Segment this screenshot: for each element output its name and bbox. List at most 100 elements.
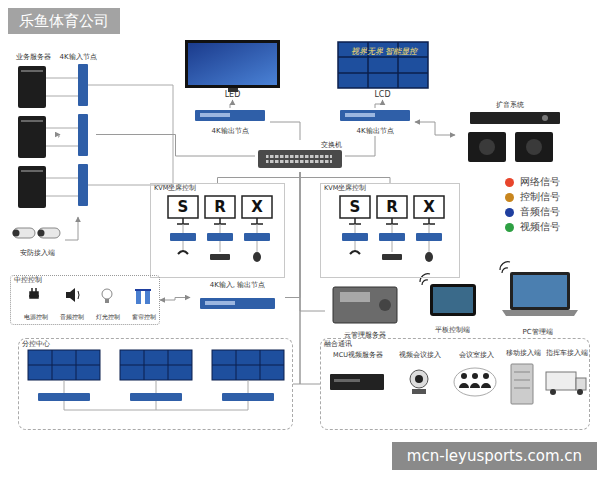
amplifier [470,112,560,124]
node-label: 4K输出节点 [356,127,393,135]
person-symbol [472,373,478,379]
node-box: 安防接入端 [10,222,65,258]
signal-wire [88,85,173,86]
command-truck [546,372,576,390]
node-device [130,393,182,401]
meeting-ring [454,368,496,396]
node-box: 窗帘控制 [127,288,161,322]
server-tower [18,66,46,108]
kvm-device [244,233,270,241]
node-label: 音频控制 [60,314,84,321]
node-box: 融合通讯MCU视频服务器视频会议接入会议室接入移动接入端指挥车接入端 [320,338,590,430]
device-ports [205,301,235,305]
conference-camera [410,370,428,388]
input-node-device [78,114,88,156]
input-node-device [78,64,88,106]
kvm-device [170,233,196,241]
led-screen [188,43,277,85]
signal-wire [46,128,78,129]
truck-cab [576,378,586,390]
monitor-letter: X [419,198,439,216]
speaker-cone [479,139,495,155]
monitor-stand [349,218,435,224]
monitor-letter: X [247,198,267,216]
legend-swatch [505,178,514,187]
legend-row: 视频信号 [505,220,560,234]
node-box: PC管理端 [495,265,580,337]
io-node-device [200,298,275,309]
watermark-url: mcn-leyusports.com.cn [392,442,597,470]
device-ports [345,113,375,117]
monitor [340,196,370,218]
node-box: 平板控制端 [420,275,485,335]
server-tower [18,166,46,208]
node-label: 4K输入, 输出节点 [210,281,266,289]
input-node-device [78,164,88,206]
node-label: MCU视频服务器 [333,352,383,359]
camera-symbol [38,228,60,238]
monitor-stand [177,218,263,224]
legend-row: 网络信号 [505,175,560,189]
node-label: 会议室接入 [459,352,494,359]
monitor [205,196,235,218]
node-label: 融合通讯 [324,340,352,348]
truck-wheel [577,389,583,395]
node-box: 移动接入端 [503,349,543,423]
kvm-device [207,233,233,241]
node-box: 云管理服务器 [325,282,405,340]
node-label: 安防接入端 [20,249,55,257]
connector [96,135,255,157]
output-node-device [195,110,265,121]
node-device [38,393,90,401]
signal-wire [64,380,248,410]
node-label: PC管理端 [522,328,552,336]
keyboard-symbol [382,254,402,260]
node-label: 平板控制端 [435,326,470,334]
monitor-letter: S [173,198,193,216]
curtain-rod [135,289,151,291]
server-tower [18,116,46,158]
server-bay [21,70,43,72]
signal-wire [46,178,78,179]
switch-ports [266,153,332,165]
bulb-symbol [102,289,112,299]
node-box: 业务服务器 [8,52,58,222]
node-label: 灯光控制 [96,314,120,321]
camera-lens [38,230,45,237]
node-box: 分控中心 [18,338,293,430]
tablet [430,284,476,316]
legend-swatch [505,193,514,202]
watermark-banner: 乐鱼体育公司 [8,8,120,34]
rack-server [333,287,397,323]
person-body [459,383,491,388]
signal-wire [46,196,78,197]
monitor-letter: R [210,198,230,216]
node-label: 视频会议接入 [399,352,441,359]
person-symbol [461,373,467,379]
node-box: 扩音系统 [455,100,565,170]
kvm-device [342,233,368,241]
legend-swatch [505,223,514,232]
node-label: 分控中心 [22,340,50,348]
connector [345,136,375,156]
laptop-base [502,310,578,316]
node-label: KVM坐席控制 [324,185,366,192]
server-panel [340,292,370,302]
monitor [414,196,444,218]
node-label: LCD [374,90,390,99]
device-ports [200,113,230,117]
camera-symbol [13,228,35,238]
connector [375,100,383,108]
legend-row: 音频信号 [505,205,560,219]
node-box: 视频会议接入 [391,351,449,421]
signal-wire [46,96,78,97]
legend-text: 网络信号 [520,175,560,189]
keyboard-symbol [210,254,230,260]
signal-wire [46,146,78,147]
laptop-lid [510,272,570,310]
connector [160,298,190,301]
connector [285,172,300,298]
node-label: 4K输出节点 [211,127,248,135]
connector [230,100,233,108]
